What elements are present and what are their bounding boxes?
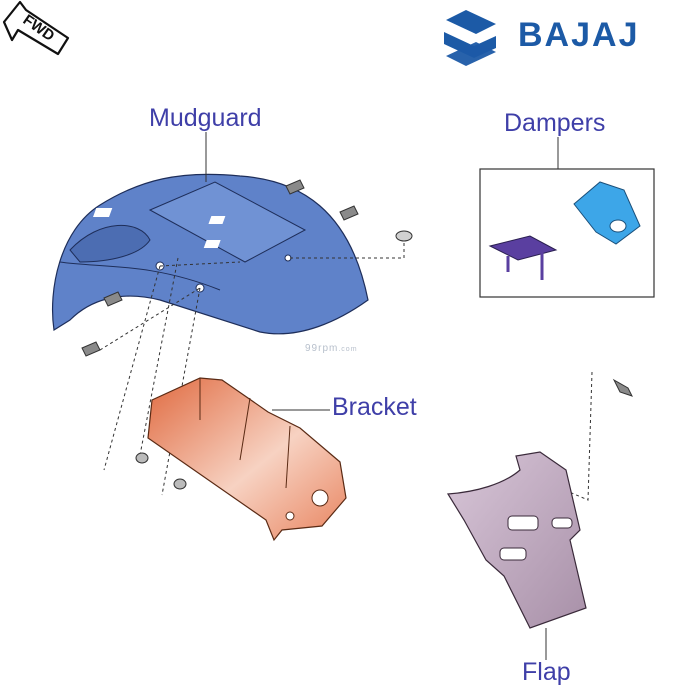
flap-part <box>446 451 587 660</box>
watermark-main: 99rpm <box>305 343 339 354</box>
dampers-box <box>479 137 655 298</box>
label-dampers: Dampers <box>504 109 606 137</box>
brand-name: BAJAJ <box>518 16 640 54</box>
damper-rubber-blue <box>573 181 641 245</box>
grommet-icon <box>395 230 413 242</box>
watermark: 99rpm.com <box>305 343 358 354</box>
bajaj-hexagon-logo-icon <box>444 10 496 66</box>
label-flap: Flap <box>522 658 571 686</box>
label-bracket: Bracket <box>332 393 417 421</box>
forward-arrow-icon: FWD <box>2 0 70 56</box>
mudguard-part <box>51 173 369 335</box>
watermark-suffix: .com <box>338 346 358 353</box>
bracket-part <box>147 377 347 542</box>
damper-rubber-purple <box>488 235 558 280</box>
assembly-guide-lines <box>99 240 593 501</box>
nut-icon <box>135 452 187 490</box>
label-mudguard: Mudguard <box>149 104 262 132</box>
